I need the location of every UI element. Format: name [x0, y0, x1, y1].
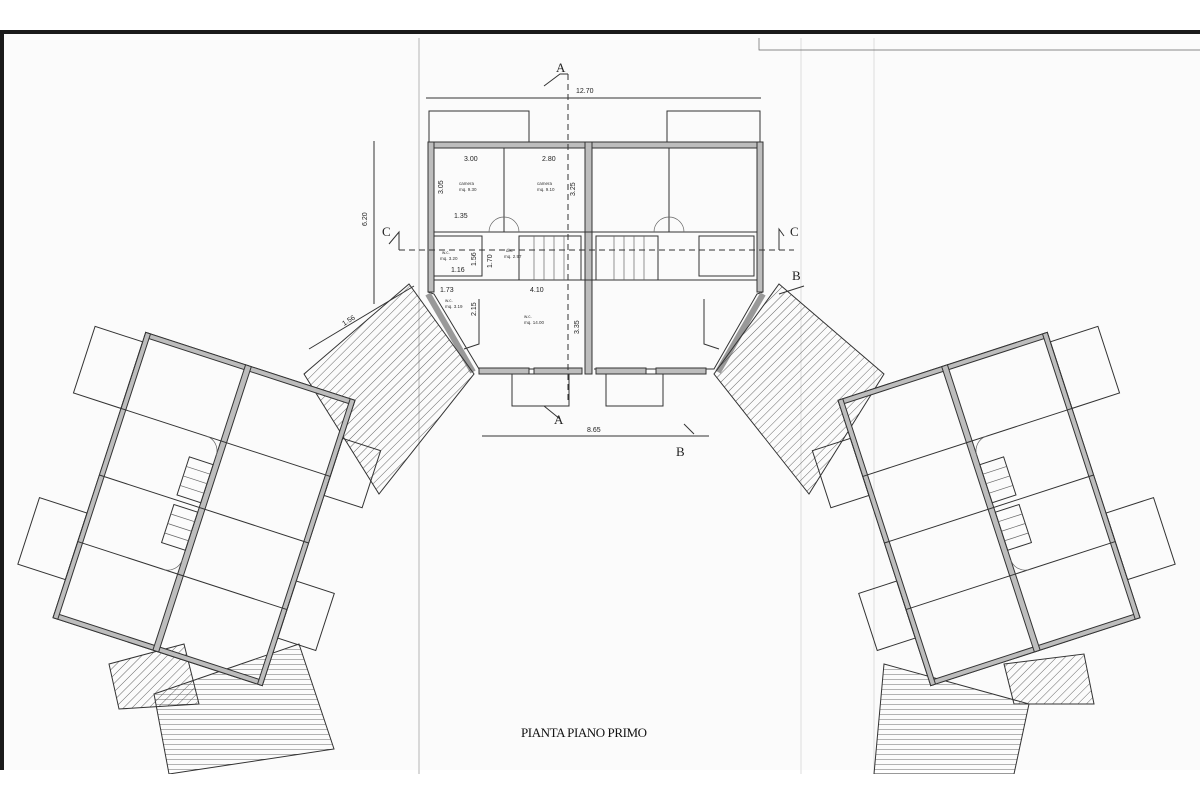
section-mark-a-top: A: [556, 60, 566, 75]
drawing-title: PIANTA PIANO PRIMO: [521, 725, 647, 740]
dim-lower-depth: 3.35: [574, 320, 581, 334]
dim-lower-mid: 4.10: [530, 287, 544, 294]
section-mark-c-right: C: [790, 224, 799, 239]
dim-wc-depth: 1.56: [471, 252, 478, 266]
dim-lower-wc-depth: 2.15: [471, 302, 478, 316]
hatched-roof-bottom-left-small: [108, 643, 200, 710]
central-building: [425, 110, 766, 407]
room-area: mq. 9.30: [459, 187, 477, 192]
dim-dis-depth: 1.70: [487, 254, 494, 268]
room-area: mq. 9.10: [537, 187, 555, 192]
floor-plan-drawing: 12.70 8.65 6.20 1.56 3.00 2.80 3.05 3.25…: [4, 38, 1200, 774]
room-name: dis.: [506, 248, 513, 253]
dim-room2-depth: 3.25: [570, 182, 577, 196]
room-name: w.c.: [442, 250, 450, 255]
hatched-roof-bottom-left: [153, 643, 335, 774]
hatched-roof-bottom-right: [873, 663, 1030, 774]
dim-room1-sub: 1.35: [454, 213, 468, 220]
section-mark-b-top: B: [792, 268, 801, 283]
title-block-edge: [758, 38, 1200, 51]
dim-wc-width: 1.16: [451, 267, 465, 274]
hatched-roof-bottom-right-small: [1003, 653, 1095, 705]
dim-bottom-width: 8.65: [587, 427, 601, 434]
dim-overall-width: 12.70: [576, 88, 594, 95]
section-mark-c-left: C: [382, 224, 391, 239]
room-name: w.c.: [445, 298, 453, 303]
dim-room2-width: 2.80: [542, 156, 556, 163]
dim-room1-depth: 3.05: [438, 180, 445, 194]
room-area: mq. 3.20: [440, 256, 458, 261]
room-area: mq. 2.97: [504, 254, 522, 259]
dim-wing-offset: 1.56: [341, 314, 356, 327]
room-area: mq. 14.00: [524, 320, 545, 325]
room-name: w.c.: [524, 314, 532, 319]
room-area: mq. 3.19: [445, 304, 463, 309]
section-mark-a-bottom: A: [554, 412, 564, 427]
room-name: camera: [537, 181, 553, 186]
dim-lower-left: 1.73: [440, 287, 454, 294]
room-name: camera: [459, 181, 475, 186]
section-mark-b-bottom: B: [676, 444, 685, 459]
dim-height-left: 6.20: [362, 212, 369, 226]
floor-plan-sheet: 12.70 8.65 6.20 1.56 3.00 2.80 3.05 3.25…: [0, 30, 1200, 774]
dim-room1-width: 3.00: [464, 156, 478, 163]
hatched-roof-left: [303, 283, 475, 495]
